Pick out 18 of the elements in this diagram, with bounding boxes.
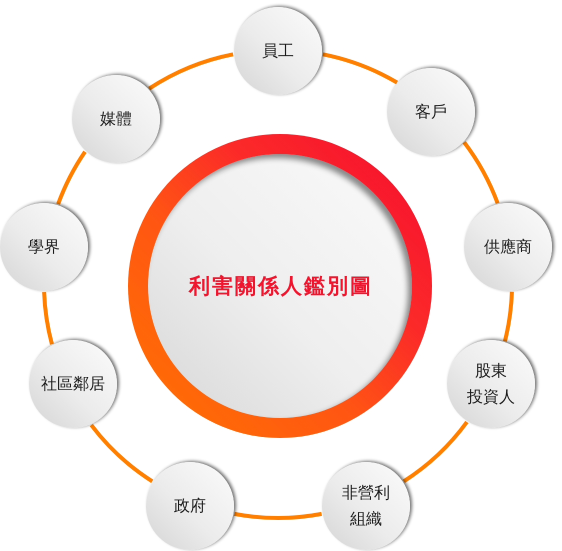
circle-node: 政府 — [146, 462, 234, 550]
circle-node: 股東投資人 — [447, 340, 535, 428]
circle-node: 員工 — [234, 7, 322, 95]
ring-arc — [322, 52, 398, 84]
ring-arc — [148, 52, 234, 90]
circle-node: 社區鄰居 — [29, 340, 117, 428]
circle-node: 媒體 — [72, 75, 160, 163]
ring-arc — [42, 292, 54, 345]
circle-node: 客戶 — [387, 68, 475, 156]
ring-arc — [56, 150, 87, 205]
ring-arc — [402, 420, 468, 483]
ring-arc — [462, 141, 500, 204]
ring-arc — [90, 424, 154, 483]
circle-node: 非營利組織 — [322, 462, 410, 550]
ring-arc — [502, 292, 514, 342]
ring-arc — [234, 512, 322, 520]
circle-node: 供應商 — [464, 203, 552, 291]
circle-node: 學界 — [0, 203, 88, 291]
